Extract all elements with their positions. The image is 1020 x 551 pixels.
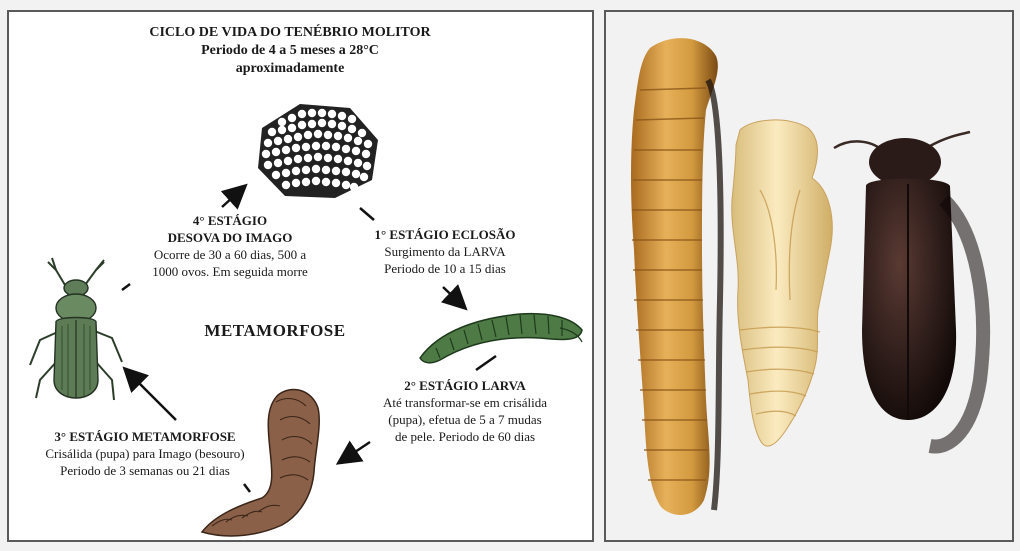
beetle-illustration	[30, 258, 122, 400]
arrow-metamorfose-to-beetle	[126, 370, 176, 420]
stage3-heading: 3° ESTÁGIO METAMORFOSE	[30, 428, 260, 445]
stage2-heading: 2° ESTÁGIO LARVA	[360, 377, 570, 394]
tick-pupa	[244, 484, 250, 492]
stage1-text-line1: Surgimento da LARVA	[350, 243, 540, 260]
stage2-text-line1: Até transformar-se em crisálida	[360, 394, 570, 411]
stage1-text-line2: Periodo de 10 a 15 dias	[350, 260, 540, 277]
diagram-title: CICLO DE VIDA DO TENÉBRIO MOLITOR	[100, 24, 480, 42]
tick-beetle-to-desova	[122, 284, 130, 290]
stage4-text-line1: Ocorre de 30 a 60 dias, 500 a	[120, 246, 340, 263]
diagram-subtitle-line2: aproximadamente	[100, 60, 480, 78]
stage4-heading: 4° ESTÁGIO	[135, 212, 325, 229]
egg-cluster-illustration	[258, 104, 378, 198]
stage1-heading: 1° ESTÁGIO ECLOSÃO	[350, 226, 540, 243]
tick-eggs-to-eclosao	[360, 208, 374, 220]
photo-panel	[604, 10, 1014, 542]
stage4-heading-line2: DESOVA DO IMAGO	[135, 229, 325, 246]
larva-illustration	[420, 314, 582, 363]
diagram-subtitle: Periodo de 4 a 5 meses a 28°C	[100, 42, 480, 60]
stage3-text-line1: Crisálida (pupa) para Imago (besouro)	[30, 445, 260, 462]
stage2-text-line2: (pupa), efetua de 5 a 7 mudas	[360, 411, 570, 428]
metamorfose-label: METAMORFOSE	[175, 322, 375, 339]
arrow-desova-to-eggs	[222, 187, 244, 207]
arrow-eclosao-to-larva	[443, 287, 464, 307]
stage2-text-line3: de pele. Periodo de 60 dias	[360, 428, 570, 445]
stage4-text-line2: 1000 ovos. Em seguida morre	[120, 263, 340, 280]
arrow-stage2-to-pupa	[340, 442, 370, 462]
stage3-text-line2: Periodo de 3 semanas ou 21 dias	[30, 462, 260, 479]
tick-larva-to-stage2	[476, 356, 496, 370]
